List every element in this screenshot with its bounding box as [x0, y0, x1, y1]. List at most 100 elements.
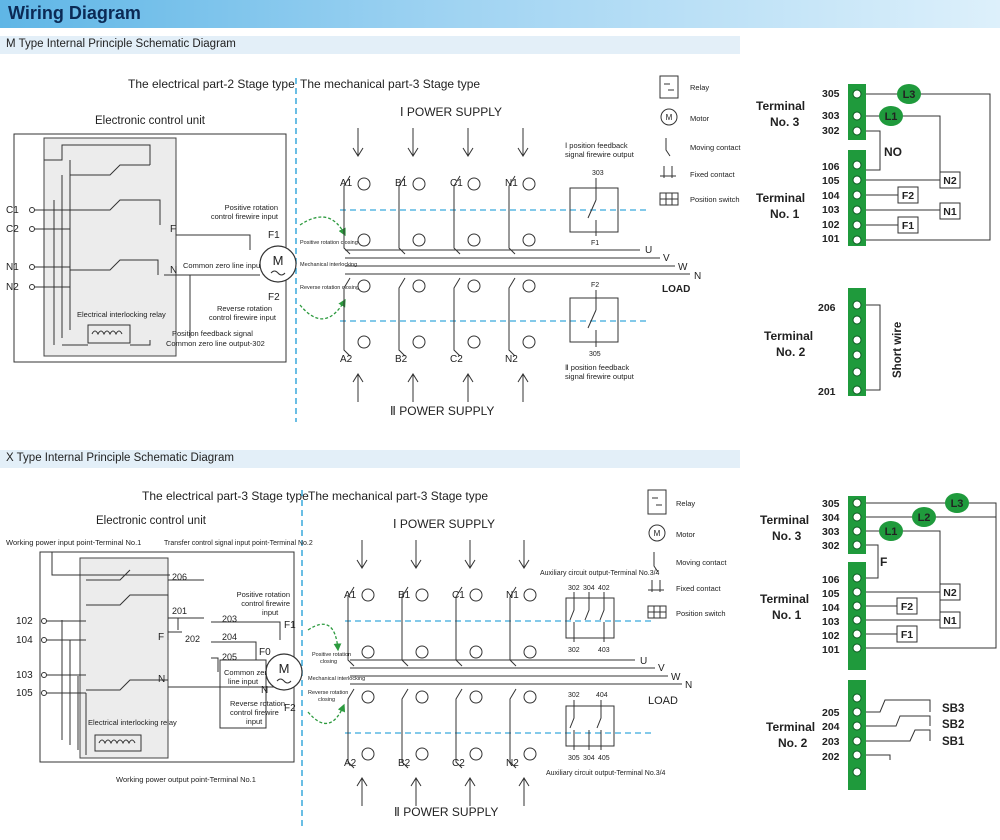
- m-t1-label-2: No. 1: [770, 207, 800, 221]
- x-t1-numbers: 106 105 104 103 102 101: [822, 574, 840, 656]
- x-v: V: [658, 663, 665, 674]
- svg-text:205: 205: [222, 652, 237, 662]
- svg-text:N1: N1: [6, 262, 19, 273]
- svg-text:L3: L3: [951, 498, 964, 510]
- svg-text:302: 302: [568, 585, 580, 592]
- motor-icon: M: [660, 108, 678, 126]
- x-pos-arrow: [307, 623, 342, 652]
- m-rev-arrow: [299, 298, 346, 320]
- svg-text:Moving contact: Moving contact: [690, 143, 741, 152]
- x-power2: Ⅱ POWER SUPPLY: [394, 805, 498, 819]
- m-l1-badge: L1: [879, 106, 903, 126]
- x-rev-rot-2: control firewire: [230, 708, 279, 717]
- m-box-f2: F2: [897, 186, 919, 204]
- x-f0: F0: [259, 647, 271, 658]
- m-mech-title: The mechanical part-3 Stage type: [300, 77, 480, 91]
- x-input-103: 103: [16, 670, 86, 681]
- svg-text:C1: C1: [6, 205, 19, 216]
- m-section-title: M Type Internal Principle Schematic Diag…: [6, 38, 236, 50]
- x-t1-screw-4: [852, 615, 862, 625]
- svg-text:104: 104: [822, 602, 840, 614]
- svg-text:204: 204: [222, 632, 237, 642]
- x-t1-screw-1: [852, 573, 862, 583]
- svg-text:F2: F2: [591, 282, 599, 289]
- x-aux-2: 302 404 305 304 405 Auxiliary circuit ou…: [546, 692, 666, 777]
- x-section-title: X Type Internal Principle Schematic Diag…: [6, 452, 234, 464]
- x-n2-label: N: [261, 685, 268, 696]
- m-bot-label-3: C2: [450, 354, 463, 365]
- svg-text:Auxiliary circuit output-Termi: Auxiliary circuit output-Terminal No.3/4: [540, 570, 660, 577]
- m-box-n1: N1: [939, 202, 961, 220]
- x-transfer: Transfer control signal input point-Term…: [164, 540, 313, 547]
- svg-text:203: 203: [222, 614, 237, 624]
- m-pos-feedback-1: Position feedback signal: [172, 329, 253, 338]
- m-ecu-label: Electronic control unit: [95, 115, 206, 127]
- x-box-f1: F1: [896, 625, 918, 643]
- m-uvwn-lines: [345, 249, 690, 275]
- svg-text:F2: F2: [902, 190, 914, 202]
- m-no-label: NO: [884, 145, 902, 159]
- svg-text:203: 203: [822, 736, 840, 748]
- x-rev-closing-2: closing: [318, 697, 335, 703]
- m-pos-closing: Positive rotation closing: [300, 240, 358, 246]
- m-input-n2: N2: [6, 282, 70, 293]
- x-input-102: 102: [16, 616, 86, 627]
- svg-text:201: 201: [172, 606, 187, 616]
- svg-text:L1: L1: [885, 526, 898, 538]
- m-t2-screw-6: [852, 385, 862, 395]
- svg-text:404: 404: [596, 692, 608, 699]
- m-t2-label-1: Terminal: [764, 329, 813, 343]
- svg-text:signal firewire output: signal firewire output: [565, 372, 635, 381]
- svg-text:106: 106: [822, 574, 840, 586]
- svg-text:102: 102: [822, 219, 840, 231]
- svg-text:Motor: Motor: [676, 530, 696, 539]
- svg-text:SB1: SB1: [942, 736, 965, 748]
- m-legend: Relay M Motor Moving contact Fixed conta…: [659, 75, 741, 206]
- x-t1-screw-3: [852, 601, 862, 611]
- x-load: LOAD: [648, 695, 678, 707]
- m-t3-screw-1: [852, 89, 862, 99]
- x-top-label-2: B1: [398, 590, 411, 601]
- x-rev-arrow: [307, 703, 346, 724]
- m-input-c1: C1: [6, 205, 70, 216]
- svg-text:206: 206: [172, 572, 187, 582]
- svg-text:M: M: [654, 529, 661, 538]
- svg-text:303: 303: [822, 110, 840, 122]
- x-t3-screw-4: [852, 540, 862, 550]
- svg-text:305: 305: [589, 351, 601, 358]
- m-input-n1: N1: [6, 262, 70, 273]
- x-u: U: [640, 656, 647, 667]
- x-pos-closing-1: Positive rotation: [312, 652, 351, 658]
- x-t3-screw-1: [852, 498, 862, 508]
- svg-text:Position switch: Position switch: [690, 195, 740, 204]
- x-top-label-3: C1: [452, 590, 465, 601]
- motor-icon: M: [648, 524, 666, 542]
- x-n-label: N: [158, 674, 165, 685]
- x-n: N: [685, 680, 692, 691]
- x-bot-label-2: B2: [398, 758, 411, 769]
- svg-text:Position switch: Position switch: [676, 609, 726, 618]
- relay-icon: [659, 75, 679, 99]
- x-aux-1: Auxiliary circuit output-Terminal No.3/4…: [540, 570, 660, 654]
- m-power2: Ⅱ POWER SUPPLY: [390, 404, 494, 418]
- m-interlock-relay: Electrical interlocking relay: [77, 310, 166, 319]
- svg-text:Relay: Relay: [690, 83, 709, 92]
- x-t1-screw-2: [852, 587, 862, 597]
- m-t1-screw-2: [852, 175, 862, 185]
- x-input-104: 104: [16, 635, 86, 646]
- svg-text:L1: L1: [885, 111, 898, 123]
- m-relay-panel: [43, 137, 177, 357]
- x-pos-rot-1: Positive rotation: [237, 590, 290, 599]
- x-t2-label-2: No. 2: [778, 736, 808, 750]
- svg-text:303: 303: [592, 170, 604, 177]
- moving-contact-icon: [665, 138, 671, 157]
- m-elec-title: The electrical part-2 Stage type: [128, 77, 295, 91]
- svg-text:302: 302: [568, 647, 580, 654]
- svg-text:SB2: SB2: [942, 719, 964, 731]
- m-pos-feedback-2: Common zero line output-302: [166, 339, 265, 348]
- svg-text:305: 305: [568, 755, 580, 762]
- x-box-n2: N2: [939, 583, 961, 601]
